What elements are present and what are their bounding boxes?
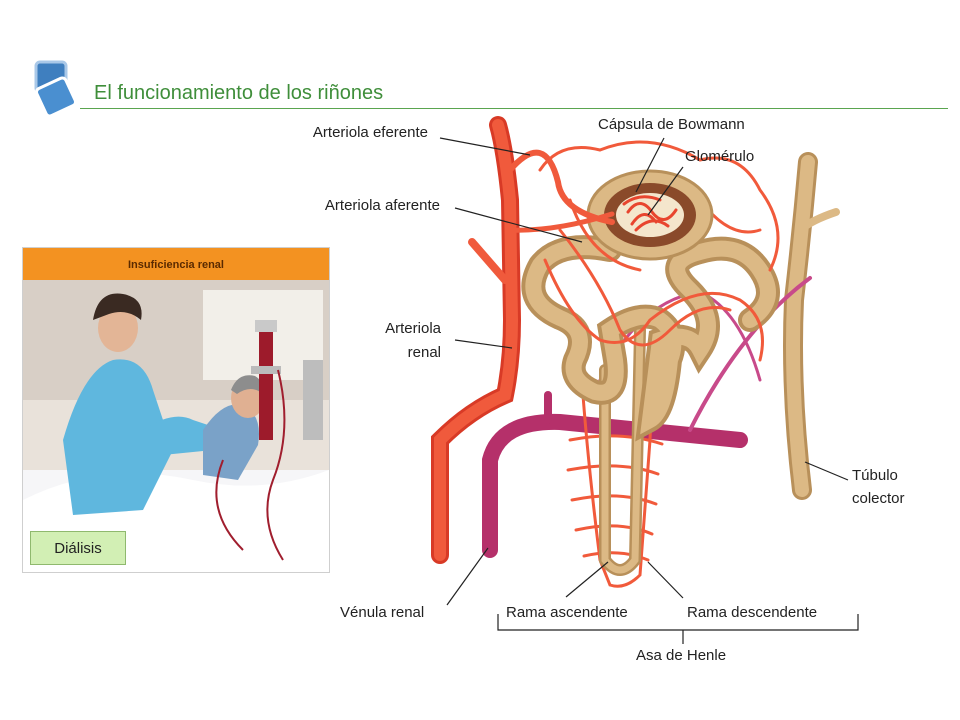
label-tubulo-colector-2: colector <box>852 490 905 507</box>
title-divider <box>80 108 948 109</box>
label-rama-descendente: Rama descendente <box>687 604 818 621</box>
collecting-tubule <box>783 152 840 500</box>
bowman-capsule <box>586 169 714 261</box>
label-arteriola-renal-2: renal <box>407 344 441 361</box>
label-tubulo-colector-1: Túbulo <box>852 467 898 484</box>
label-arteriola-renal-1: Arteriola <box>385 320 441 337</box>
label-rama-ascendente: Rama ascendente <box>506 604 628 621</box>
label-arteriola-aferente: Arteriola aferente <box>324 197 440 214</box>
label-arteriola-eferente: Arteriola eferente <box>312 124 428 141</box>
panel-header: Insuficiencia renal <box>23 248 329 280</box>
convoluted-tubule <box>521 235 780 442</box>
label-glomerulo: Glomérulo <box>685 148 755 165</box>
dialysis-badge: Diálisis <box>30 531 126 565</box>
page-title: El funcionamiento de los riñones <box>94 82 384 104</box>
label-venula-renal: Vénula renal <box>340 604 425 621</box>
label-asa-henle: Asa de Henle <box>636 647 727 664</box>
leader-lines <box>439 137 859 644</box>
label-capsula-bowmann: Cápsula de Bowmann <box>598 116 745 133</box>
stacked-squares-logo-icon <box>34 60 78 118</box>
